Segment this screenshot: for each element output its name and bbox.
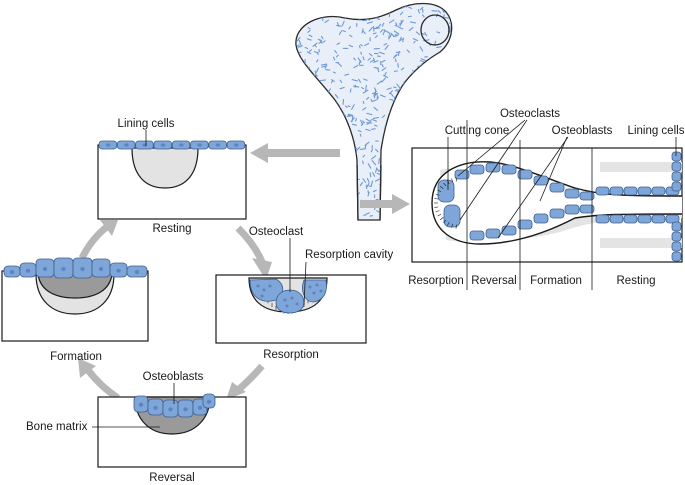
bone-cell bbox=[671, 171, 682, 182]
lining-cells-right-label: Lining cells bbox=[628, 125, 685, 137]
arrow-reversal-to-formation bbox=[85, 367, 120, 401]
bone-cell bbox=[469, 164, 485, 175]
bone-cell bbox=[671, 231, 682, 242]
osteoclasts-label: Osteoclasts bbox=[500, 108, 560, 120]
bone-cell bbox=[671, 241, 682, 252]
bone-cell bbox=[609, 186, 624, 196]
arrow-resting-to-resorption bbox=[235, 225, 266, 264]
bone-matrix-label: Bone matrix bbox=[26, 421, 88, 433]
osteoblasts-right-label: Osteoblasts bbox=[552, 125, 613, 137]
resorption-label: Resorption bbox=[263, 349, 319, 361]
bone-cell bbox=[454, 169, 470, 180]
formation-label: Formation bbox=[50, 351, 102, 363]
reversal-panel: Osteoblasts Bone matrix Reversal bbox=[26, 371, 247, 484]
bone-cell bbox=[623, 186, 638, 196]
resorption-panel: Osteoclast Resorption cavity Resorption bbox=[215, 226, 393, 361]
phase-reversal-label: Reversal bbox=[471, 275, 516, 287]
bone-cell bbox=[671, 221, 682, 232]
osteoblasts-label: Osteoblasts bbox=[143, 371, 204, 383]
resting-panel: Lining cells Resting bbox=[97, 118, 247, 235]
bone-cell bbox=[637, 186, 652, 196]
bone-cell bbox=[637, 214, 652, 224]
bone-cell bbox=[501, 164, 517, 175]
bone-cell bbox=[671, 151, 682, 162]
resting-label: Resting bbox=[153, 223, 192, 235]
arrow-formation-to-resting bbox=[78, 223, 111, 260]
bone-cell bbox=[595, 214, 610, 224]
arrow-to-cortical bbox=[360, 194, 410, 214]
bone-cell bbox=[595, 186, 610, 196]
bone-cell bbox=[579, 191, 595, 201]
bone-cell bbox=[579, 204, 595, 214]
bone-cell bbox=[671, 181, 682, 192]
reversal-label: Reversal bbox=[149, 472, 194, 484]
resorption-cavity-label: Resorption cavity bbox=[305, 249, 393, 261]
bone-cell bbox=[533, 213, 549, 224]
osteoclast-cells bbox=[249, 278, 327, 314]
phase-resorption-label: Resorption bbox=[408, 275, 464, 287]
bone-cell bbox=[651, 214, 666, 224]
bone-cell bbox=[549, 208, 565, 219]
bone-cell bbox=[549, 182, 565, 193]
arrow-resorption-to-reversal bbox=[235, 363, 265, 393]
bone-cell bbox=[671, 251, 682, 262]
bone-cell bbox=[564, 204, 580, 215]
osteoclast-label: Osteoclast bbox=[249, 226, 304, 238]
bone-cell bbox=[485, 228, 501, 239]
bone-cell bbox=[651, 186, 666, 196]
osteoclast-cell bbox=[437, 179, 455, 203]
bone-cell bbox=[501, 225, 517, 236]
bone-cell bbox=[623, 214, 638, 224]
phase-resting-label: Resting bbox=[617, 275, 656, 287]
bone-cell bbox=[671, 161, 682, 172]
phase-formation-label: Formation bbox=[530, 275, 582, 287]
bone-cell bbox=[564, 188, 580, 199]
bone-cell bbox=[517, 219, 533, 230]
osteoclast-cell bbox=[443, 204, 461, 228]
formation-panel: Formation bbox=[1, 257, 149, 363]
bone-cell bbox=[517, 169, 533, 180]
arrow-to-resting bbox=[250, 143, 340, 163]
cutting-cone-label: Cutting cone bbox=[445, 125, 510, 137]
lining-cells-label: Lining cells bbox=[118, 118, 175, 130]
cutting-cone-panel: Osteoclasts Cutting cone Osteoblasts Lin… bbox=[408, 108, 685, 290]
bone-cell bbox=[609, 214, 624, 224]
bone-cell bbox=[469, 230, 485, 241]
